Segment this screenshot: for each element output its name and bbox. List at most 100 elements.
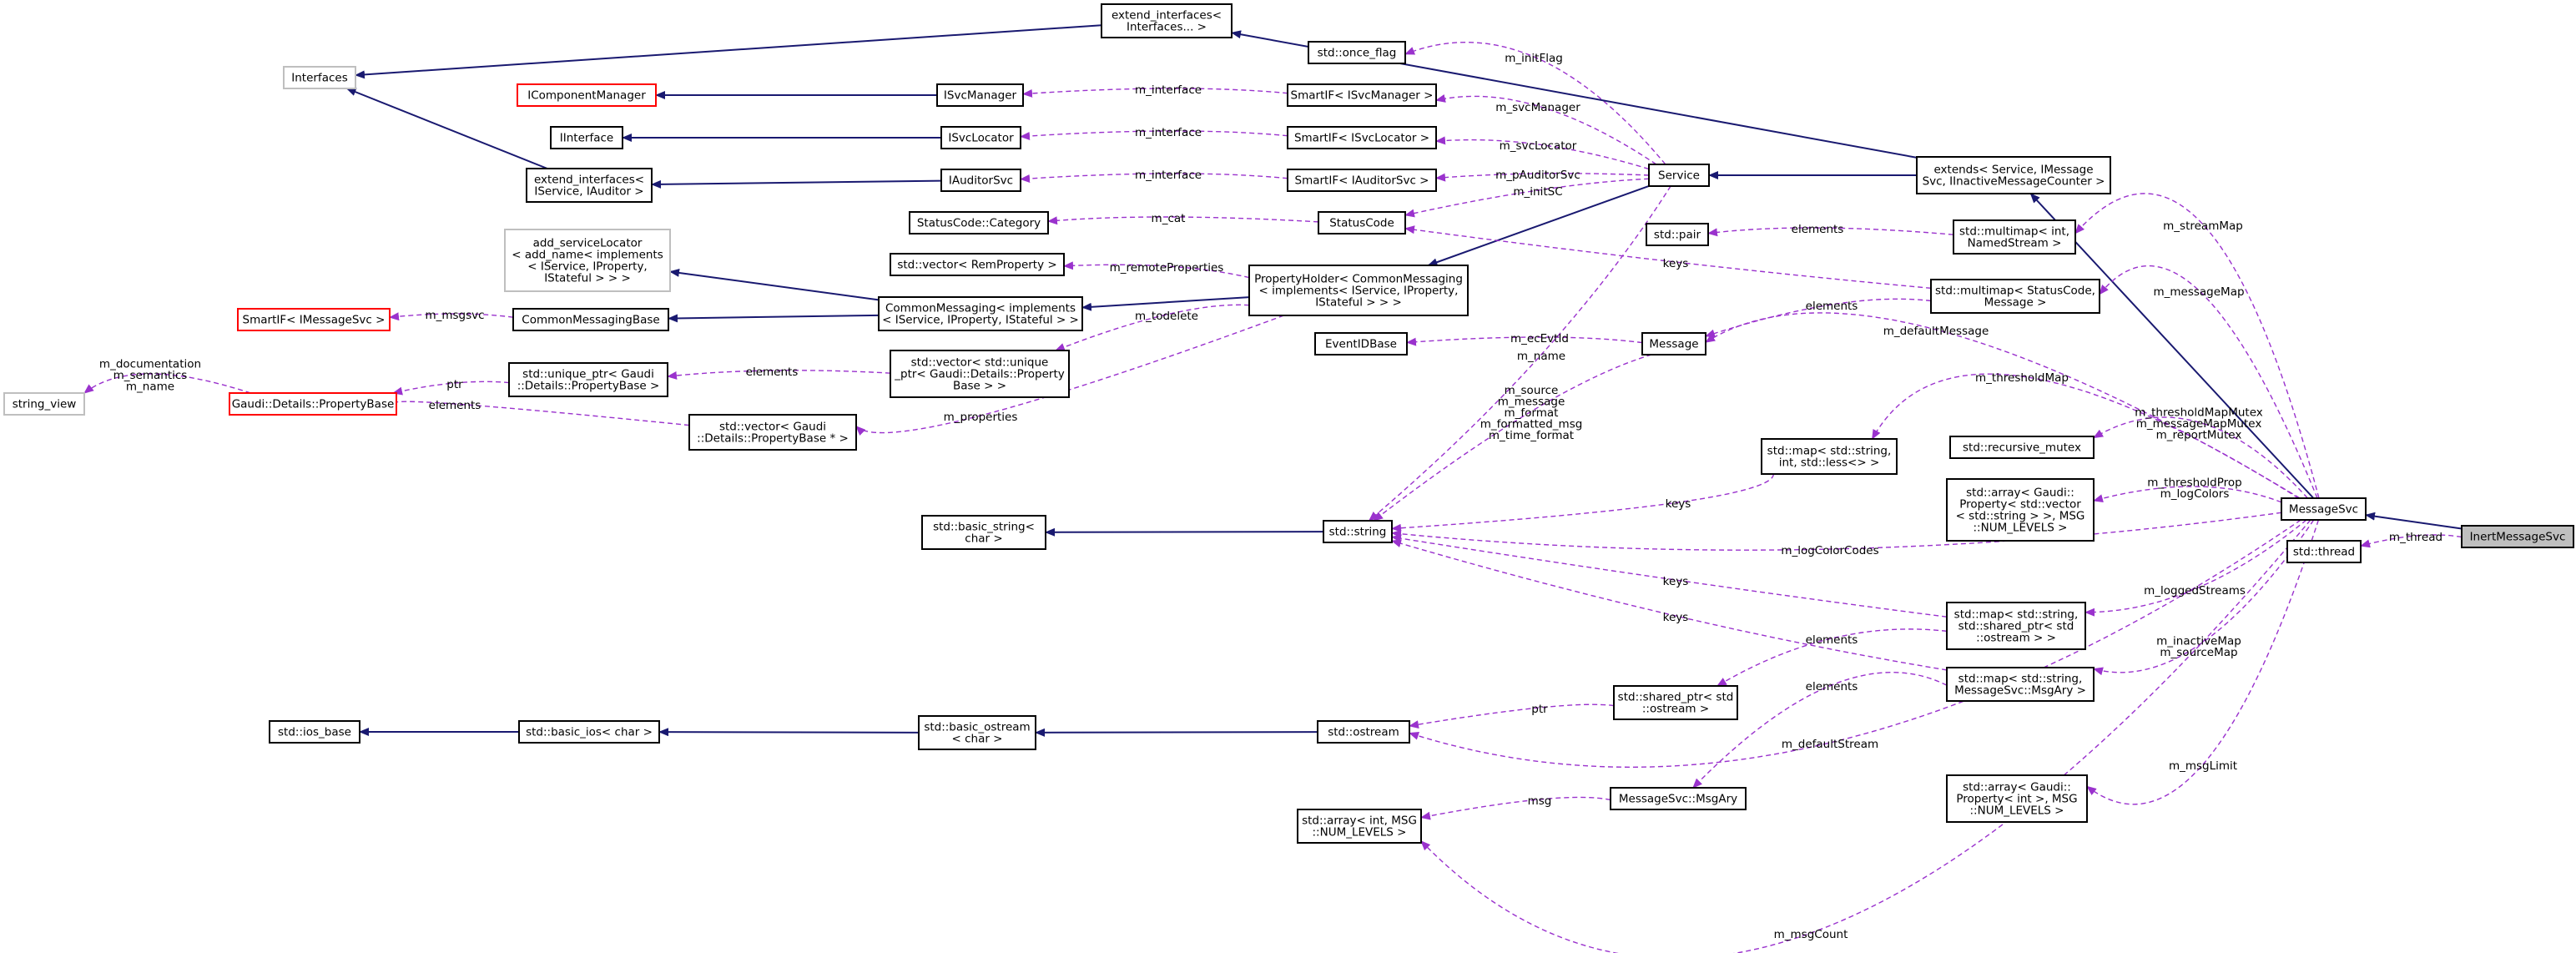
edge-label-MessageSvc-to-multimap_NamedStream: m_streamMap <box>2163 219 2243 233</box>
class-node-label-line: < implements< IService, IProperty, <box>1259 285 1459 298</box>
class-node-ios_base[interactable]: std::ios_base <box>269 720 360 744</box>
class-node-box <box>890 350 1070 398</box>
edge-label-Message-to-EventIDBase: m_ecEvtId <box>1510 332 1569 345</box>
edge-MessageSvc-to-std_string <box>1391 512 2282 551</box>
class-node-std_string[interactable]: std::string <box>1323 520 1393 543</box>
edge-basic_ostream_char-to-basic_ios_char <box>658 728 920 737</box>
class-node-label-line: int, std::less<> > <box>1779 456 1880 470</box>
class-node-label: Interfaces <box>291 72 347 85</box>
class-node-box <box>1248 265 1469 316</box>
class-node-StatusCodeCategory[interactable]: StatusCode::Category <box>909 211 1049 234</box>
class-node-add_serviceLocator[interactable]: add_serviceLocator< add_name< implements… <box>504 229 671 292</box>
class-node-map_string_int[interactable]: std::map< std::string,int, std::less<> > <box>1761 438 1898 475</box>
edge-MessageSvc-to-map_MsgAry <box>2093 519 2315 676</box>
class-node-basic_string_char[interactable]: std::basic_string<char > <box>921 515 1046 550</box>
class-node-label-line: std::basic_string< <box>933 521 1035 534</box>
edge-label-line: m_defaultStream <box>1782 738 1878 751</box>
class-node-IAuditorSvc[interactable]: IAuditorSvc <box>940 169 1021 192</box>
class-node-label: Service <box>1658 169 1700 183</box>
class-node-label-line: ::NUM_LEVELS > <box>1974 522 2068 535</box>
class-node-extend_interfaces_top[interactable]: extend_interfaces<Interfaces... > <box>1101 3 1233 38</box>
class-node-IInterface[interactable]: IInterface <box>550 126 623 149</box>
class-node-box <box>1946 774 2088 823</box>
class-node-IComponentManager[interactable]: IComponentManager <box>517 83 657 107</box>
class-node-SmartIF_ISvcLocator[interactable]: SmartIF< ISvcLocator > <box>1287 126 1437 149</box>
class-node-box <box>1946 478 2095 542</box>
class-node-recursive_mutex[interactable]: std::recursive_mutex <box>1949 436 2095 459</box>
class-node-box <box>512 308 669 331</box>
class-node-box <box>918 715 1036 750</box>
edge-label-Service-to-SmartIF_IAuditorSvc: m_pAuditorSvc <box>1495 169 1580 182</box>
class-node-ISvcManager[interactable]: ISvcManager <box>936 83 1024 107</box>
class-node-MsgAry[interactable]: MessageSvc::MsgAry <box>1610 787 1747 810</box>
class-node-CommonMessagingBase[interactable]: CommonMessagingBase <box>512 308 669 331</box>
class-node-basic_ios_char[interactable]: std::basic_ios< char > <box>518 720 660 744</box>
edge-label-line: m_inactiveMap <box>2156 634 2241 648</box>
class-node-label: std::pair <box>1654 229 1701 242</box>
class-node-SmartIF_IAuditorSvc[interactable]: SmartIF< IAuditorSvc > <box>1287 169 1437 192</box>
class-node-vector_RemProperty[interactable]: std::vector< RemProperty > <box>890 253 1065 276</box>
class-node-label-line: std::recursive_mutex <box>1963 441 2081 455</box>
edge-Service-to-std_string <box>1368 185 1671 522</box>
class-node-Interfaces[interactable]: Interfaces <box>283 66 356 89</box>
class-node-basic_ostream_char[interactable]: std::basic_ostream< char > <box>918 715 1036 750</box>
edge-label-line: m_cat <box>1152 212 1186 225</box>
class-node-SmartIF_ISvcManager[interactable]: SmartIF< ISvcManager > <box>1287 83 1437 107</box>
class-node-label-line: extend_interfaces< <box>534 174 644 187</box>
class-node-label-line: ::Details::PropertyBase * > <box>697 432 849 446</box>
class-node-extend_interfaces_auditor[interactable]: extend_interfaces<IService, IAuditor > <box>526 168 653 203</box>
class-node-map_shared_ostream[interactable]: std::map< std::string,std::shared_ptr< s… <box>1946 602 2086 650</box>
class-node-std_pair[interactable]: std::pair <box>1646 223 1709 246</box>
class-node-SmartIF_IMessageSvc[interactable]: SmartIF< IMessageSvc > <box>237 308 391 331</box>
class-node-string_view[interactable]: string_view <box>3 392 85 416</box>
class-node-ISvcLocator[interactable]: ISvcLocator <box>940 126 1021 149</box>
class-node-array_Property_int[interactable]: std::array< Gaudi::Property< int >, MSG:… <box>1946 774 2088 823</box>
class-node-label-line: ISvcLocator <box>948 132 1014 145</box>
class-node-label: StatusCode <box>1329 217 1394 230</box>
class-node-EventIDBase[interactable]: EventIDBase <box>1314 332 1408 355</box>
class-node-shared_ptr_ostream[interactable]: std::shared_ptr< std::ostream > <box>1613 685 1738 720</box>
class-node-vector_PropertyBase_ptr[interactable]: std::vector< Gaudi::Details::PropertyBas… <box>688 414 857 451</box>
edge-label-line: m_logColors <box>2160 487 2230 501</box>
class-node-label-line: StatusCode::Category <box>917 217 1041 230</box>
class-node-label-line: Property< int >, MSG <box>1956 793 2077 806</box>
edge-std_ostream-to-basic_ostream_char <box>1035 728 1318 737</box>
class-node-map_MsgAry[interactable]: std::map< std::string,MessageSvc::MsgAry… <box>1946 667 2095 702</box>
class-node-label-line: std::array< int, MSG <box>1302 814 1417 828</box>
class-node-Message[interactable]: Message <box>1641 332 1706 355</box>
class-node-label: std::ios_base <box>278 726 351 739</box>
edge-vector_unique_ptr-to-unique_ptr_PropertyBase <box>667 370 891 380</box>
class-node-label: SmartIF< IMessageSvc > <box>243 314 386 327</box>
class-node-multimap_StatusCode[interactable]: std::multimap< StatusCode,Message > <box>1930 279 2100 314</box>
class-node-box <box>1946 602 2086 650</box>
class-node-array_int_levels[interactable]: std::array< int, MSG::NUM_LEVELS > <box>1297 809 1422 844</box>
edge-SmartIF_ISvcManager-to-ISvcManager <box>1022 88 1288 98</box>
edge-label-MessageSvc-to-map_shared_ostream: m_loggedStreams <box>2144 584 2246 598</box>
class-node-unique_ptr_PropertyBase[interactable]: std::unique_ptr< Gaudi::Details::Propert… <box>508 362 668 397</box>
class-node-vector_unique_ptr[interactable]: std::vector< std::unique_ptr< Gaudi::Det… <box>890 350 1070 398</box>
class-node-PropertyHolder[interactable]: PropertyHolder< CommonMessaging< impleme… <box>1248 265 1469 316</box>
edge-multimap_StatusCode-to-Message <box>1705 298 1932 338</box>
class-node-MessageSvc[interactable]: MessageSvc <box>2281 497 2367 521</box>
edge-label-line: m_loggedStreams <box>2144 584 2246 598</box>
edge-InertMessageSvc-to-std_thread <box>2360 534 2463 548</box>
class-node-std_ostream[interactable]: std::ostream <box>1317 720 1410 744</box>
class-node-label-line: IAuditorSvc <box>949 174 1013 188</box>
class-node-label-line: std::ostream <box>1328 726 1399 739</box>
class-node-StatusCode[interactable]: StatusCode <box>1318 211 1406 234</box>
edge-label-line: elements <box>1806 300 1858 313</box>
class-node-std_thread[interactable]: std::thread <box>2286 540 2362 563</box>
class-node-PropertyBase[interactable]: Gaudi::Details::PropertyBase <box>229 392 397 416</box>
class-node-once_flag[interactable]: std::once_flag <box>1308 41 1406 64</box>
edge-label-line: m_thresholdProp <box>2147 476 2241 489</box>
class-node-box <box>936 83 1024 107</box>
class-node-Service[interactable]: Service <box>1648 164 1710 187</box>
class-node-box <box>1318 211 1406 234</box>
class-node-CommonMessaging[interactable]: CommonMessaging< implements< IService, I… <box>878 296 1083 331</box>
class-node-box <box>1317 720 1410 744</box>
class-node-InertMessageSvc[interactable]: InertMessageSvc <box>2461 525 2574 548</box>
class-node-array_Property_vector[interactable]: std::array< Gaudi::Property< std::vector… <box>1946 478 2095 542</box>
class-node-multimap_NamedStream[interactable]: std::multimap< int,NamedStream > <box>1953 219 2076 255</box>
